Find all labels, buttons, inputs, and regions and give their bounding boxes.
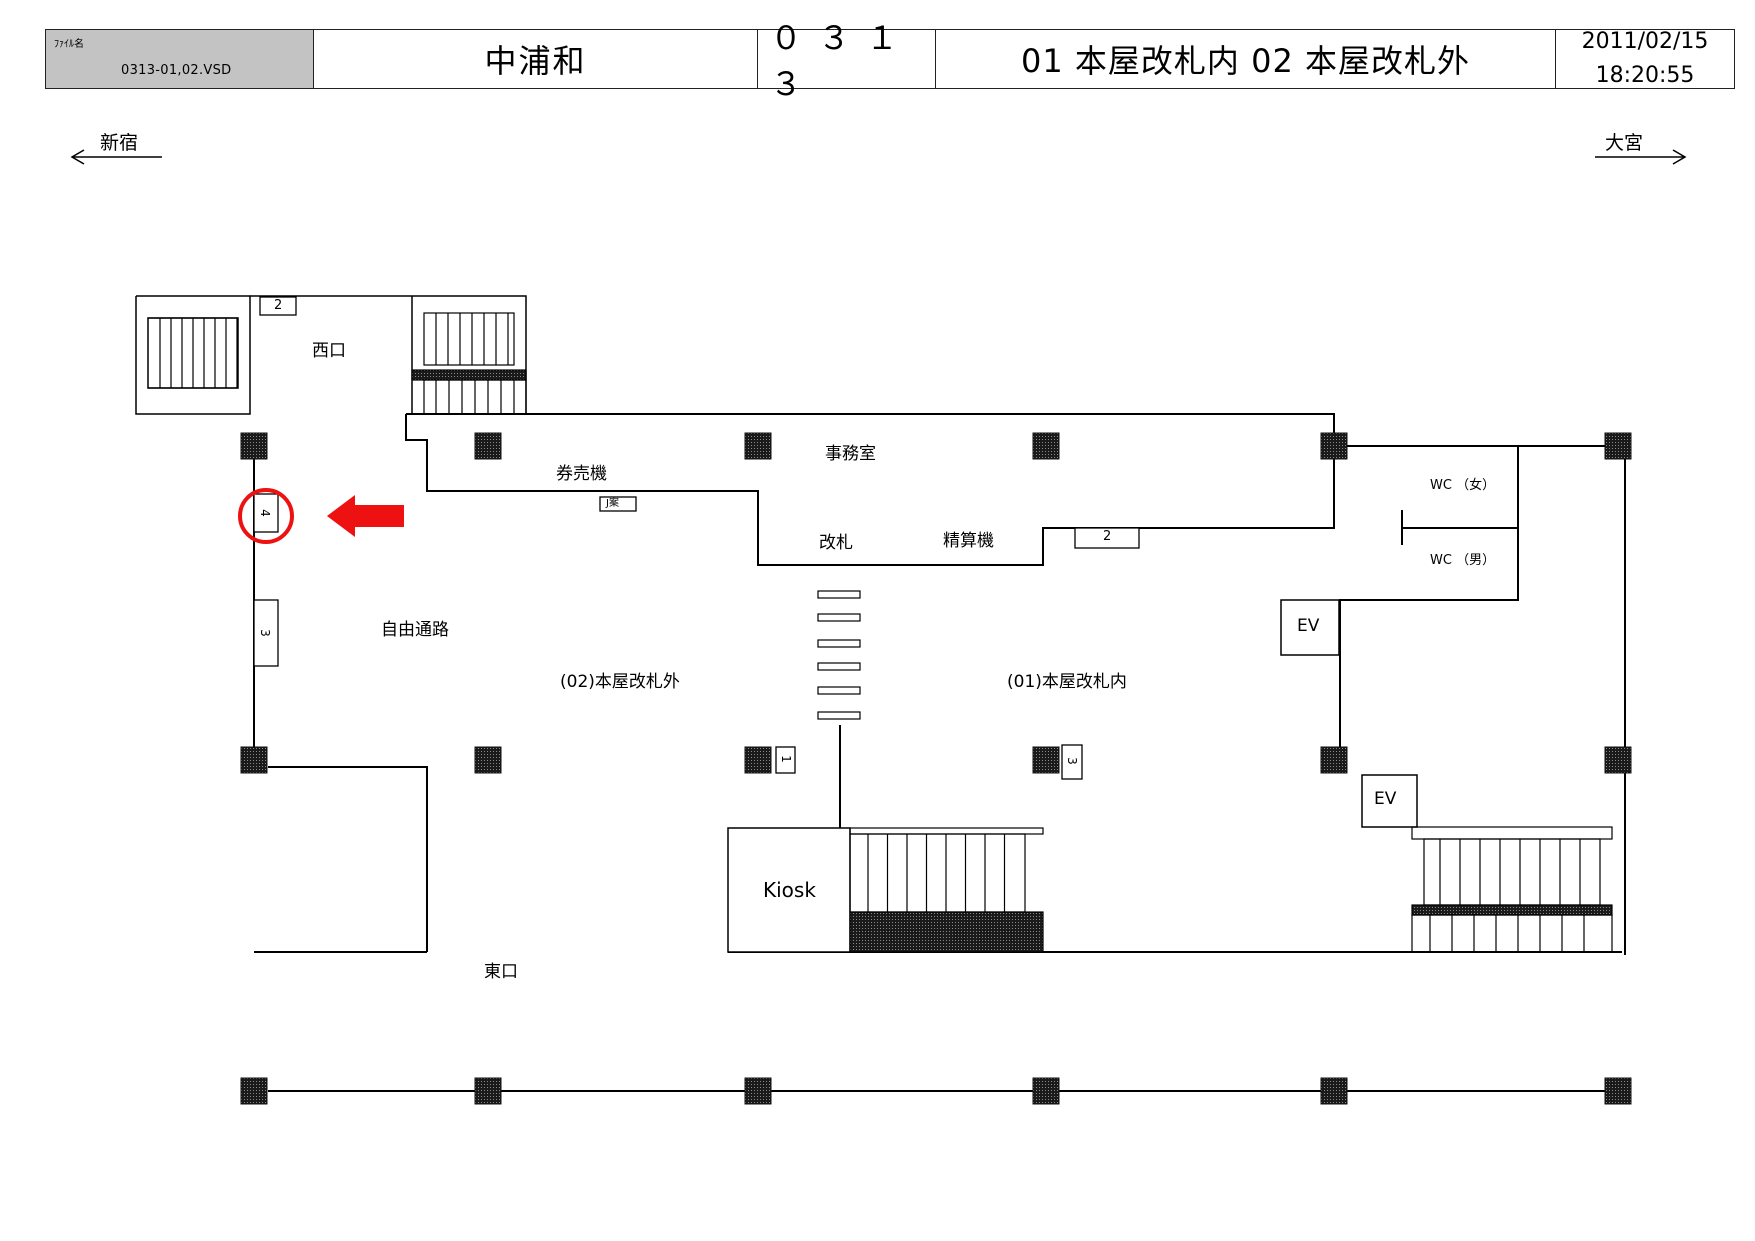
east-exit-label: 東口: [484, 962, 518, 982]
date: 2011/02/15: [1581, 29, 1709, 54]
kiosk-label: Kiosk: [763, 878, 816, 902]
ticket-gate-label: 改札: [819, 533, 853, 553]
outside-gate-label: (02)本屋改札外: [560, 672, 680, 692]
direction-arrow-left: [70, 149, 162, 165]
board-pillar-3: [1061, 744, 1083, 780]
board-pillar-1: [775, 746, 796, 774]
free-passage-label: 自由通路: [381, 620, 449, 640]
pillar: [240, 746, 268, 774]
wc-male-label: WC （男）: [1430, 553, 1496, 568]
file-name-cell: ﾌｧｲﾙ名 0313-01,02.VSD: [46, 30, 314, 88]
board-top-2: [259, 296, 297, 316]
board-pillar-3-number: 3: [1064, 757, 1079, 765]
board-pillar-1-number: 1: [778, 755, 793, 763]
gate-lane: [817, 613, 861, 622]
pillar: [474, 1077, 502, 1105]
kiosk-box: [727, 827, 851, 953]
pillar: [744, 1077, 772, 1105]
title-block: ﾌｧｲﾙ名 0313-01,02.VSD 中浦和 ０３１３ 01 本屋改札内 0…: [45, 19, 1735, 103]
board-gate-2: [1074, 527, 1140, 549]
highlight-arrow: [327, 495, 404, 537]
gate-lane: [817, 639, 861, 648]
timestamp-cell: 2011/02/15 18:20:55: [1556, 29, 1734, 88]
sign-boards: [253, 296, 1140, 780]
fare-adjust-label: 精算機: [943, 531, 994, 551]
board-top-2-number: 2: [274, 298, 283, 313]
highlight-circle: [238, 488, 294, 544]
ticket-gate-lanes: [817, 590, 861, 720]
pillar: [474, 432, 502, 460]
pillar: [240, 432, 268, 460]
stair-left-treads: [159, 318, 238, 388]
direction-right-label: 大宮: [1605, 132, 1644, 154]
time: 18:20:55: [1595, 63, 1695, 88]
stair-right: [411, 312, 527, 415]
pillar: [1032, 746, 1060, 774]
wc-female-label: WC （女）: [1430, 478, 1496, 493]
station-name: 中浦和: [314, 30, 758, 88]
stair-right-treads: [435, 313, 515, 414]
west-exit-label: 西口: [312, 341, 346, 361]
pillar: [1320, 432, 1348, 460]
pillar: [474, 746, 502, 774]
gate-lane: [817, 590, 861, 599]
pillar: [1604, 746, 1632, 774]
board-left-3-number: 3: [257, 629, 272, 637]
board-left-4-number: 4: [257, 509, 272, 517]
elevator-boxes: [1280, 599, 1418, 828]
pillar: [744, 432, 772, 460]
board-left-4: [253, 493, 279, 533]
east-stair-center-treads: [867, 834, 1006, 912]
pillar: [744, 746, 772, 774]
gate-lane: [817, 686, 861, 695]
walls: [253, 413, 1626, 1092]
file-name-value: 0313-01,02.VSD: [121, 63, 232, 78]
pillar: [1320, 746, 1348, 774]
pillar: [240, 1077, 268, 1105]
ticket-machine-label: 券売機: [556, 464, 607, 484]
info-sign-box: [599, 496, 637, 512]
east-stair-right-treads: [1429, 839, 1585, 952]
inside-gate-label: (01)本屋改札内: [1007, 672, 1127, 692]
pillar: [1604, 1077, 1632, 1105]
gate-lane: [817, 711, 861, 720]
area-description: 01 本屋改札内 02 本屋改札外: [936, 30, 1556, 88]
direction-left-label: 新宿: [100, 132, 139, 154]
pillar: [1032, 432, 1060, 460]
office-label: 事務室: [825, 444, 876, 464]
file-name-label: ﾌｧｲﾙ名: [54, 39, 84, 50]
board-gate-2-number: 2: [1103, 529, 1112, 544]
pillars: [240, 432, 1632, 1105]
pillar: [1320, 1077, 1348, 1105]
pillar: [1032, 1077, 1060, 1105]
board-left-3: [253, 599, 279, 667]
info-sign-label: J案: [606, 498, 619, 509]
ev-lower-label: EV: [1374, 789, 1397, 809]
ev-upper-label: EV: [1297, 616, 1320, 636]
pillar: [1604, 432, 1632, 460]
gate-lane: [817, 662, 861, 671]
direction-arrow-right: [1595, 149, 1687, 165]
east-stair-right: [1411, 826, 1613, 953]
